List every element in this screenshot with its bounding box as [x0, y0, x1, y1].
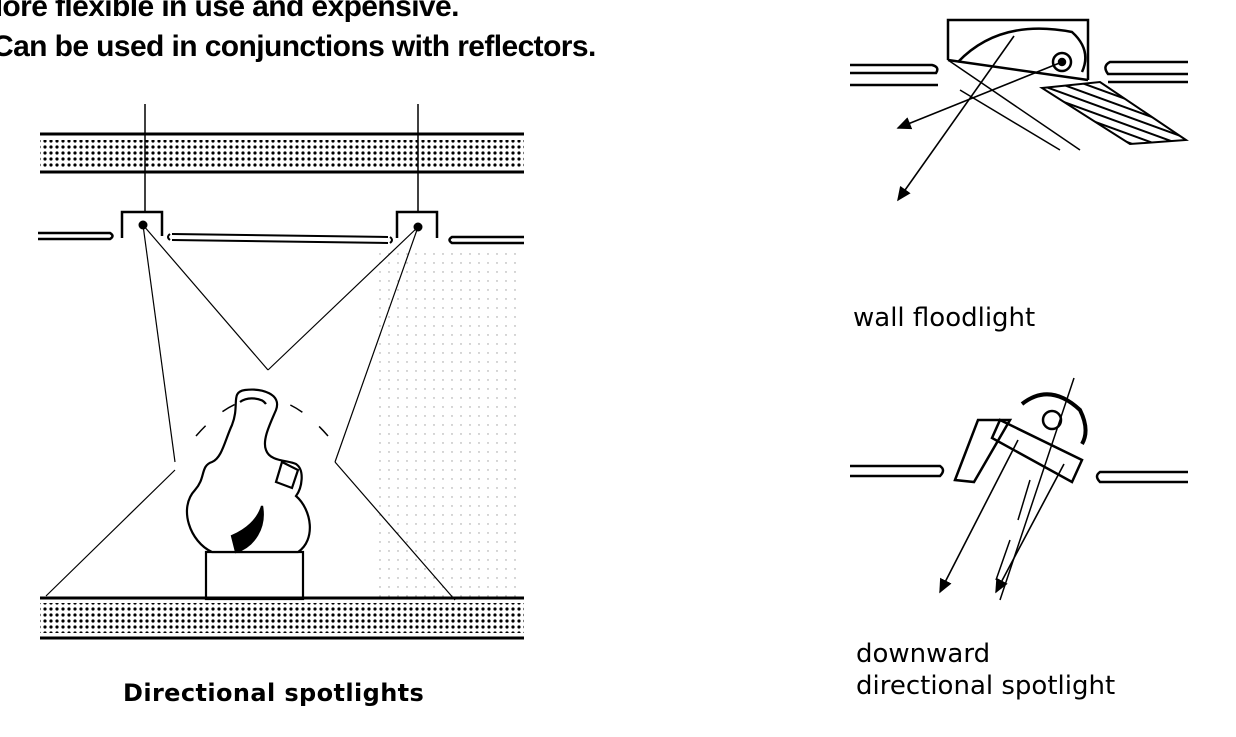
- floor-slab: [40, 596, 524, 640]
- caption-directional-spotlights: Directional spotlights: [123, 679, 425, 707]
- description-line-1: More flexible in use and expensive.: [0, 0, 459, 23]
- caption-directional-spotlight: directional spotlight: [856, 671, 1116, 701]
- downward-spotlight-diagram: [850, 377, 1188, 601]
- caption-downward: downward: [856, 639, 991, 669]
- spotlight-right: [395, 210, 439, 238]
- ceiling-slab: [40, 132, 524, 174]
- sculpture: [185, 388, 311, 601]
- directional-spotlights-diagram: [38, 104, 524, 640]
- wall-floodlight-diagram: [850, 18, 1189, 202]
- caption-wall-floodlight: wall floodlight: [853, 303, 1036, 333]
- spotlight-left: [120, 210, 164, 238]
- light-beams: [45, 224, 456, 601]
- false-ceiling: [38, 231, 524, 245]
- description-line-2: Can be used in conjunctions with reflect…: [0, 30, 596, 63]
